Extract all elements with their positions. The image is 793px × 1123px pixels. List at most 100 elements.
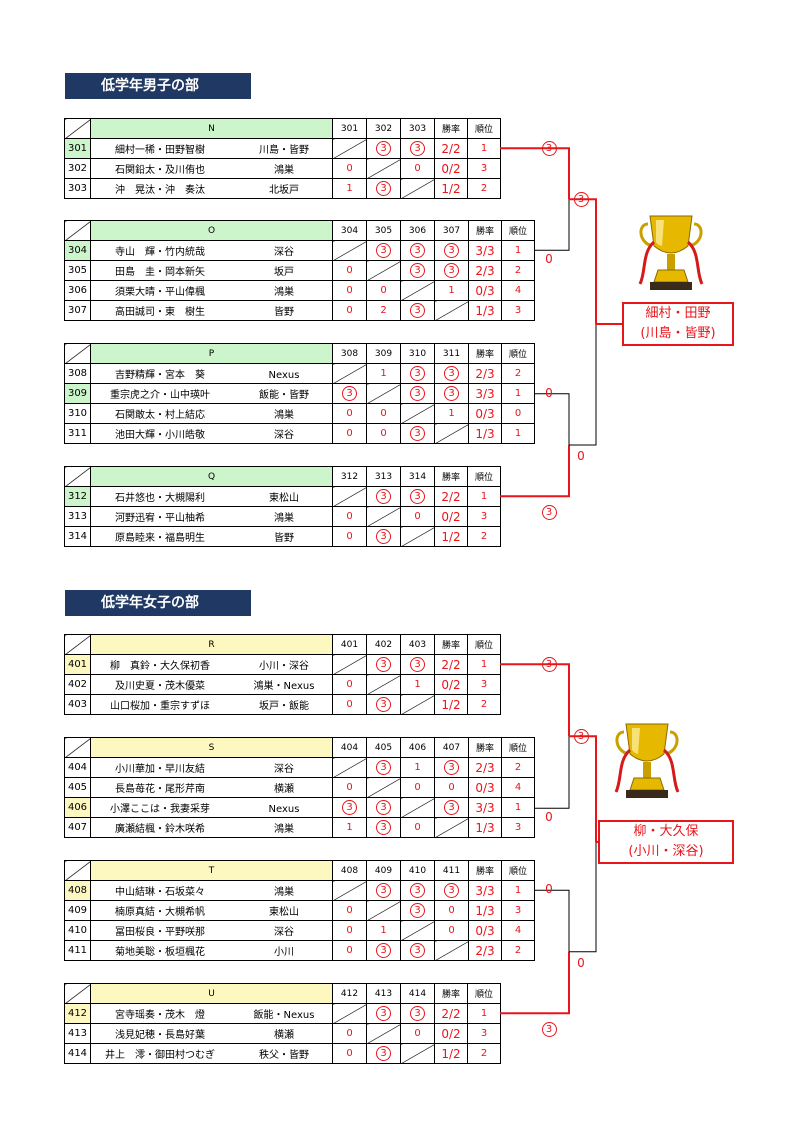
pair-cell: 原島睦来・福島明生皆野	[90, 526, 333, 547]
win-mark: 3	[541, 657, 557, 673]
group-name: U	[90, 983, 333, 1004]
win-mark: 3	[410, 489, 425, 504]
match-result: 0	[366, 423, 401, 444]
rank: 2	[501, 363, 535, 384]
win-mark: 3	[410, 141, 425, 156]
win-mark: 3	[444, 263, 459, 278]
win-rate: 1/2	[434, 694, 468, 715]
winner-names: 柳・大久保	[633, 824, 699, 839]
player-id: 314	[64, 526, 91, 547]
pair-names: 冨田桜良・平野咲那	[115, 927, 205, 938]
win-mark: 3	[444, 760, 459, 775]
win-mark: 3	[444, 386, 459, 401]
self-cell	[400, 280, 435, 301]
bracket-score: 0	[545, 252, 553, 267]
pair-names: 石関鉛太・及川侑也	[115, 165, 205, 176]
pair-club: 東松山	[269, 493, 299, 504]
player-id: 401	[64, 654, 91, 675]
pair-names: 楠原真結・大槻希帆	[115, 907, 205, 918]
self-cell	[400, 797, 435, 818]
pair-club: 鴻巣	[274, 287, 294, 298]
corner-cell	[64, 118, 91, 139]
win-mark: 3	[376, 489, 391, 504]
player-id: 412	[64, 1003, 91, 1024]
pair-names: 重宗虎之介・山中瑛叶	[110, 390, 210, 401]
win-rate: 2/2	[434, 654, 468, 675]
corner-cell	[64, 343, 91, 364]
winner-clubs: (小川・深谷)	[628, 844, 704, 859]
match-result: 3	[434, 260, 469, 281]
pair-club: 坂戸・飯能	[259, 701, 309, 712]
rank: 3	[501, 300, 535, 321]
pair-names: 及川史夏・茂木優菜	[115, 681, 205, 692]
self-cell	[366, 777, 401, 798]
self-cell	[366, 900, 401, 921]
pair-names: 河野迅宥・平山柚希	[115, 513, 205, 524]
winner-names: 細村・田野	[645, 306, 711, 321]
match-result: 0	[332, 300, 367, 321]
player-id: 411	[64, 940, 91, 961]
winner-box: 細村・田野 (川島・皆野)	[622, 302, 734, 346]
bracket-score: 3	[571, 728, 591, 745]
player-id: 406	[64, 797, 91, 818]
winner-clubs: (川島・皆野)	[640, 326, 716, 341]
pair-club: 横瀬	[274, 1030, 294, 1041]
pair-club: 小川・深谷	[259, 661, 309, 672]
bracket-line	[534, 889, 570, 952]
bracket-line	[569, 324, 597, 446]
pair-club: 川島・皆野	[259, 145, 309, 156]
win-mark: 3	[410, 943, 425, 958]
win-rate: 3/3	[468, 880, 502, 901]
win-rate: 3/3	[468, 383, 502, 404]
self-cell	[434, 423, 469, 444]
section-title: 低学年女子の部	[65, 590, 251, 616]
win-mark: 3	[410, 243, 425, 258]
pair-club: Nexus	[268, 370, 300, 381]
win-mark: 3	[410, 883, 425, 898]
bracket-line	[569, 735, 597, 842]
pair-club: 深谷	[274, 430, 294, 441]
pair-cell: 高田誠司・東 樹生皆野	[90, 300, 333, 321]
match-result: 3	[434, 880, 469, 901]
pair-names: 田島 圭・岡本新矢	[115, 267, 205, 278]
pair-names: 吉野精輝・宮本 葵	[115, 370, 205, 381]
rank-header: 順位	[501, 220, 535, 241]
self-cell	[400, 178, 435, 199]
win-mark: 3	[410, 903, 425, 918]
win-mark: 3	[410, 1006, 425, 1021]
win-mark: 3	[410, 426, 425, 441]
group-name: S	[90, 737, 333, 758]
match-result: 3	[434, 757, 469, 778]
self-cell	[366, 1023, 401, 1044]
pair-names: 小澤ここは・我妻采芽	[110, 804, 210, 815]
pair-names: 小川華加・早川友結	[115, 764, 205, 775]
match-result: 3	[366, 178, 401, 199]
bracket-score: 0	[545, 810, 553, 825]
pair-cell: 山口桜加・重宗すずほ坂戸・飯能	[90, 694, 333, 715]
match-result: 3	[400, 423, 435, 444]
pair-club: 鴻巣	[274, 513, 294, 524]
pair-cell: 廣瀬結楓・鈴木咲希鴻巣	[90, 817, 333, 838]
win-mark: 3	[573, 192, 589, 208]
pair-club: 坂戸	[274, 267, 294, 278]
group-name: N	[90, 118, 333, 139]
match-result: 3	[366, 757, 401, 778]
pair-club: 深谷	[274, 927, 294, 938]
trophy-icon	[638, 215, 704, 290]
win-mark: 3	[376, 943, 391, 958]
